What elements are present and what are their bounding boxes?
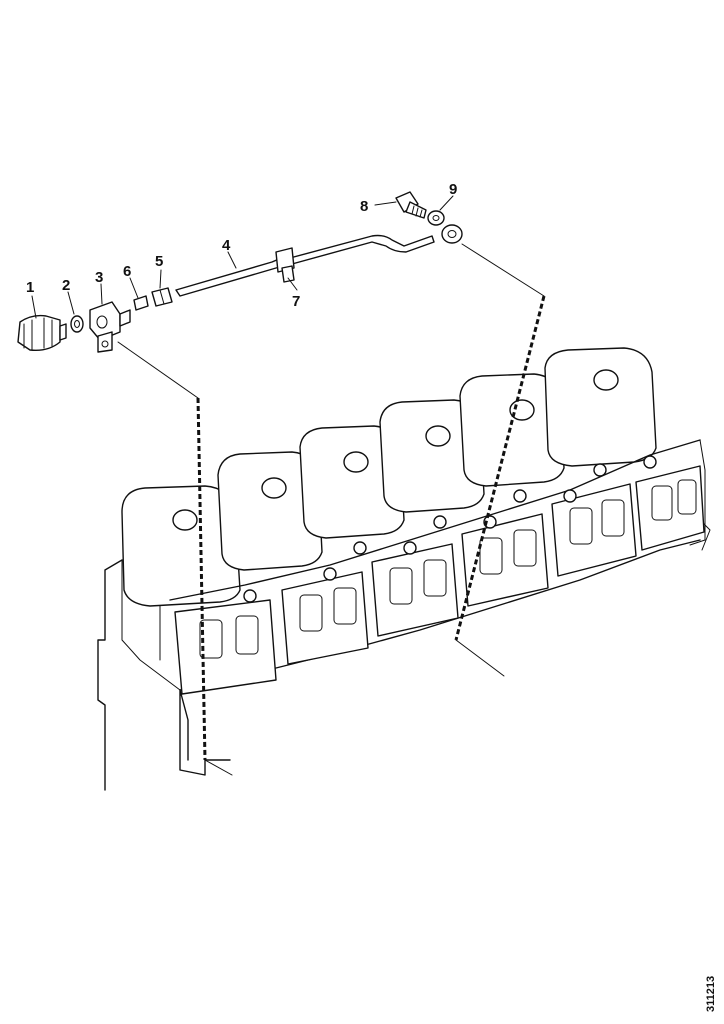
callout-5: 5 bbox=[155, 253, 163, 270]
rocker-cover-3-nut bbox=[343, 451, 369, 473]
engine-assembly-drawing bbox=[97, 347, 711, 791]
pipe-clamp bbox=[275, 247, 295, 283]
rocker-cover-4-nut bbox=[425, 425, 451, 447]
banjo-fitting bbox=[441, 224, 463, 244]
rocker-cover-1 bbox=[121, 485, 241, 607]
callout-6: 6 bbox=[123, 263, 131, 280]
callout-2: 2 bbox=[62, 277, 70, 294]
rocker-cover-2 bbox=[217, 451, 323, 571]
oil-pipe bbox=[175, 234, 435, 297]
callout-4: 4 bbox=[222, 237, 231, 254]
rocker-cover-6 bbox=[544, 347, 657, 467]
callout-8: 8 bbox=[360, 198, 368, 215]
drawing-reference-number: 311213 bbox=[705, 976, 717, 1012]
exhaust-flanges bbox=[174, 465, 705, 695]
pressure-sensor bbox=[17, 314, 67, 352]
engine-block-outline bbox=[97, 559, 231, 791]
rocker-cover-4 bbox=[379, 399, 485, 513]
sealing-washer bbox=[70, 315, 84, 333]
sensor-line-parts bbox=[17, 191, 463, 353]
rocker-cover-2-nut bbox=[261, 477, 287, 499]
rocker-cover-6-nut bbox=[593, 369, 619, 391]
assembly-leader-lines bbox=[117, 243, 546, 776]
banjo-bolt bbox=[395, 191, 427, 219]
rocker-cover-3 bbox=[299, 425, 405, 539]
callout-9: 9 bbox=[449, 181, 457, 198]
banjo-washer bbox=[427, 210, 445, 226]
leader-line-left bbox=[196, 397, 207, 761]
rocker-cover-1-nut bbox=[172, 509, 198, 531]
callout-labels: 1 2 3 4 5 6 7 8 9 bbox=[26, 181, 457, 310]
adapter-bracket bbox=[89, 301, 131, 353]
callout-1: 1 bbox=[26, 279, 34, 296]
callout-7: 7 bbox=[292, 293, 300, 310]
rocker-cover-5 bbox=[459, 373, 565, 487]
callout-leaders bbox=[31, 195, 454, 319]
head-bolt-bosses bbox=[243, 455, 657, 603]
leader-line-right bbox=[454, 295, 546, 641]
callout-3: 3 bbox=[95, 269, 103, 286]
sleeve bbox=[133, 295, 149, 311]
